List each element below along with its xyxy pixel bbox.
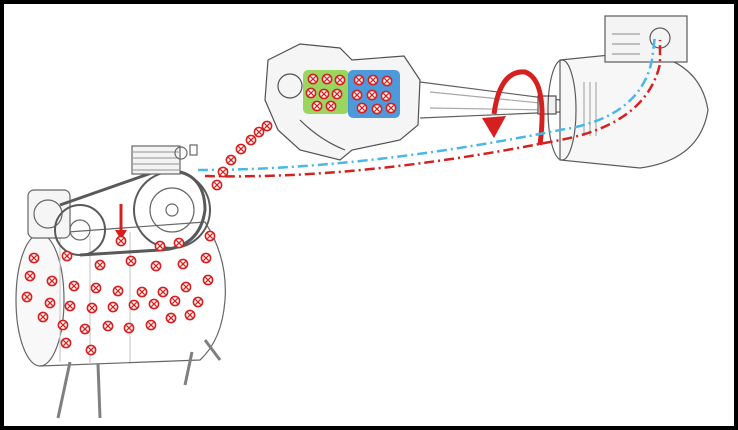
marker-group-blue — [351, 74, 397, 115]
belt-down-arrow — [115, 204, 127, 240]
generator — [547, 15, 709, 169]
marker-group-flow — [211, 120, 273, 191]
red-line — [204, 40, 662, 178]
blue-line — [197, 35, 657, 172]
rotation-arrow — [482, 69, 545, 146]
air-compressor — [15, 144, 226, 419]
